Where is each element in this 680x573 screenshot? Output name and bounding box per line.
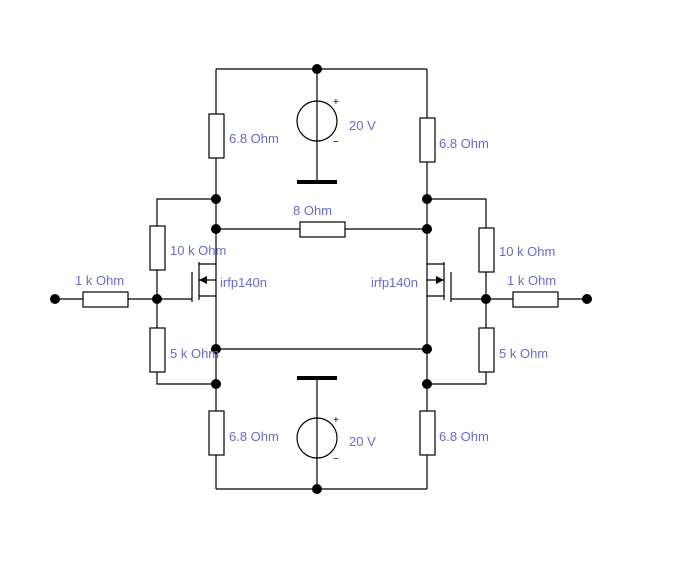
resistor-input-left bbox=[82, 291, 129, 308]
junction-dot bbox=[422, 344, 432, 354]
polarity-minus-top: − bbox=[333, 137, 339, 148]
resistor-bottom-right bbox=[419, 410, 436, 456]
resistor-load bbox=[299, 221, 346, 238]
label-r-bottom-left: 6.8 Ohm bbox=[229, 429, 279, 444]
junction-dot bbox=[481, 294, 491, 304]
junction-dot bbox=[152, 294, 162, 304]
input-terminal-left bbox=[50, 294, 60, 304]
junction-dot bbox=[211, 344, 221, 354]
junction-dot bbox=[312, 64, 322, 74]
junction-dot bbox=[422, 224, 432, 234]
junctions bbox=[50, 64, 592, 494]
resistor-bottom-left bbox=[208, 410, 225, 456]
label-r-top-right: 6.8 Ohm bbox=[439, 136, 489, 151]
junction-dot bbox=[211, 194, 221, 204]
label-v-top: 20 V bbox=[349, 118, 376, 133]
resistor-top-right bbox=[419, 117, 436, 163]
junction-dot bbox=[422, 194, 432, 204]
voltage-sources bbox=[296, 100, 338, 459]
resistor-gate-bottom-left bbox=[149, 327, 166, 373]
label-r-gate-top-right: 10 k Ohm bbox=[499, 244, 555, 259]
label-r-input-right: 1 k Ohm bbox=[507, 273, 556, 288]
junction-dot bbox=[422, 379, 432, 389]
label-r-gate-top-left: 10 k Ohm bbox=[170, 243, 226, 258]
label-mosfet-right: irfp140n bbox=[371, 275, 418, 290]
label-r-load: 8 Ohm bbox=[293, 203, 332, 218]
polarity-minus-bottom: − bbox=[333, 454, 339, 465]
label-mosfet-left: irfp140n bbox=[220, 275, 267, 290]
label-r-gate-bottom-right: 5 k Ohm bbox=[499, 346, 548, 361]
polarity-plus-top: + bbox=[333, 97, 339, 108]
resistor-top-left bbox=[208, 113, 225, 159]
junction-dot bbox=[312, 484, 322, 494]
resistor-gate-top-right bbox=[478, 227, 495, 273]
junction-dot bbox=[211, 379, 221, 389]
label-r-top-left: 6.8 Ohm bbox=[229, 131, 279, 146]
label-r-input-left: 1 k Ohm bbox=[75, 273, 124, 288]
resistor-gate-top-left bbox=[149, 225, 166, 271]
wire-left-gate-network bbox=[156, 198, 216, 385]
input-terminal-right bbox=[582, 294, 592, 304]
label-r-gate-bottom-left: 5 k Ohm bbox=[170, 346, 219, 361]
resistor-input-right bbox=[512, 291, 559, 308]
resistor-gate-bottom-right bbox=[478, 327, 495, 373]
label-v-bottom: 20 V bbox=[349, 434, 376, 449]
wire-right-gate-network bbox=[427, 198, 487, 385]
polarity-plus-bottom: + bbox=[333, 415, 339, 426]
mosfet-left-arrow-icon bbox=[199, 276, 207, 284]
labels: 6.8 Ohm 6.8 Ohm 6.8 Ohm 6.8 Ohm 8 Ohm 10… bbox=[75, 97, 556, 465]
label-r-bottom-right: 6.8 Ohm bbox=[439, 429, 489, 444]
resistors bbox=[82, 113, 559, 456]
mosfet-right-arrow-icon bbox=[436, 276, 444, 284]
junction-dot bbox=[211, 224, 221, 234]
